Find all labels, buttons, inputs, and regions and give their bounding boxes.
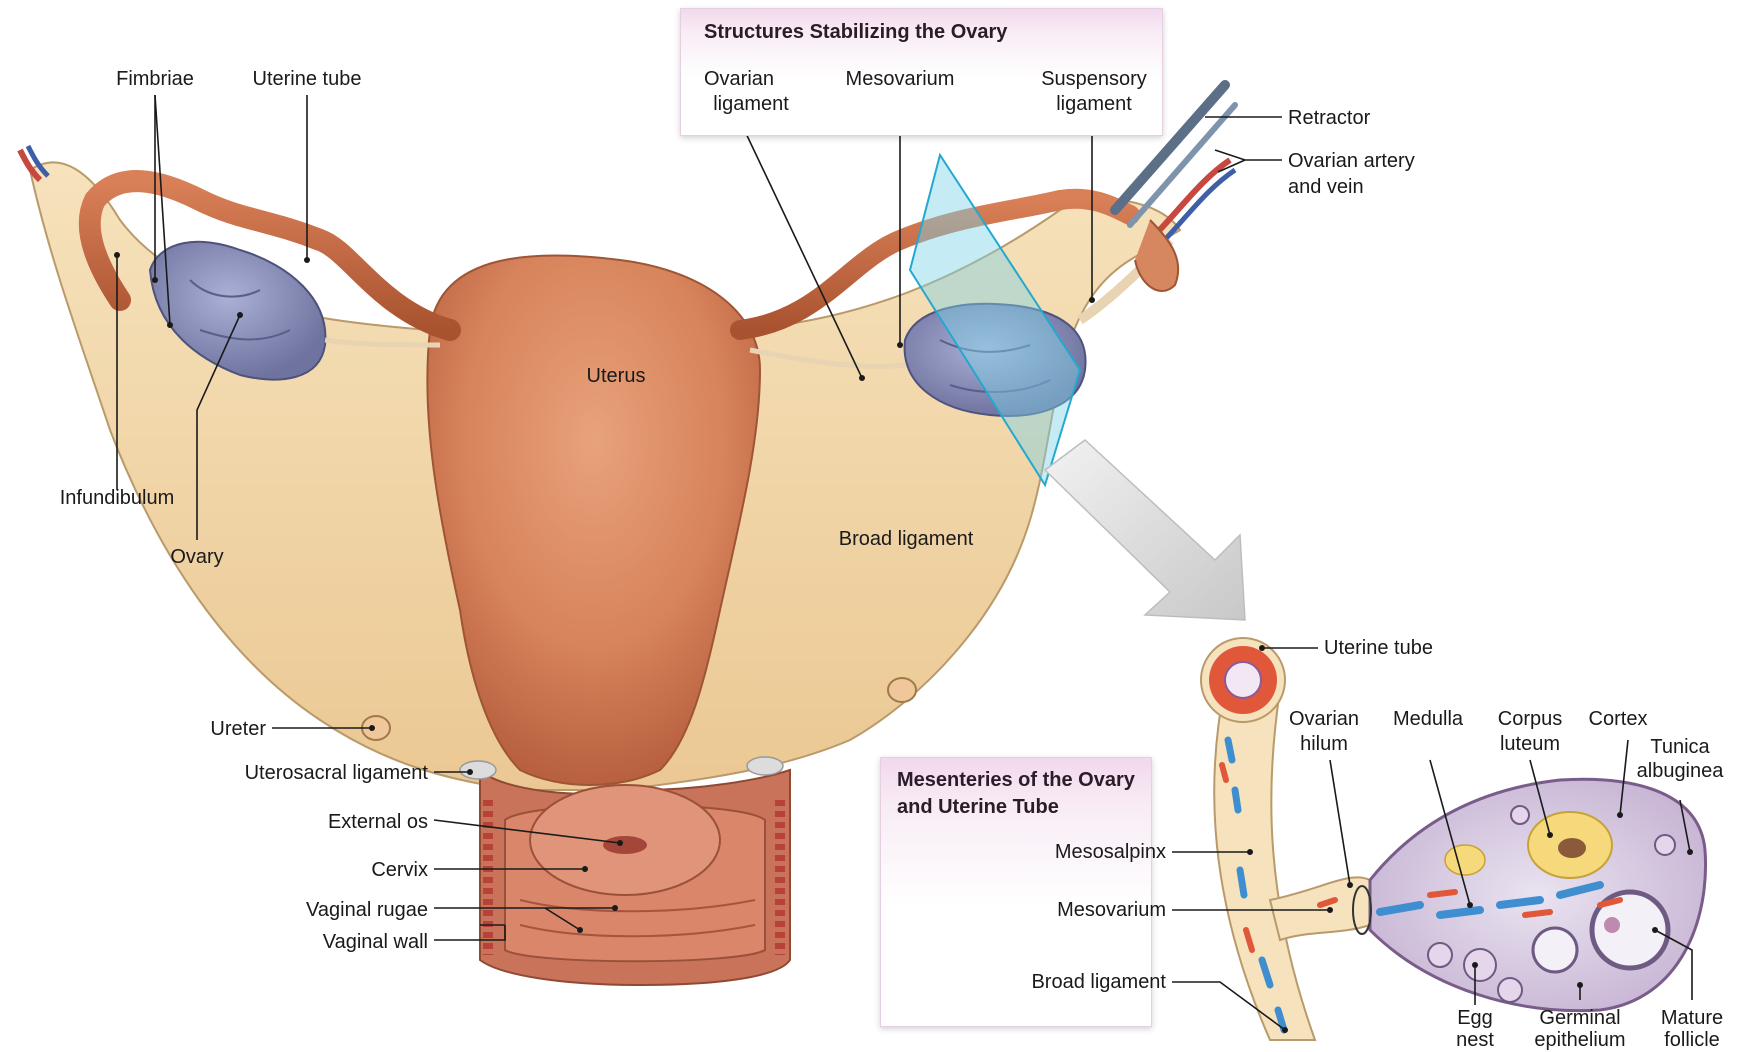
label-tunica-line1: Tunica (1650, 735, 1709, 759)
label-infundibulum: Infundibulum (60, 486, 175, 510)
label-mesosalpinx: Mesosalpinx (1055, 840, 1166, 864)
inset-follicle-6 (1655, 835, 1675, 855)
label-ovarian-hilum-line1: Ovarian (1289, 707, 1359, 731)
label-cortex: Cortex (1589, 707, 1648, 731)
label-germinal-line2: epithelium (1534, 1028, 1625, 1052)
label-vaginal-rugae: Vaginal rugae (306, 898, 428, 922)
inset-ovary (1370, 779, 1706, 1010)
label-corpus-luteum-line1: Corpus (1498, 707, 1562, 731)
uterosacral-right (747, 757, 783, 775)
label-uterosacral-ligament: Uterosacral ligament (245, 761, 428, 785)
label-inset-mesovarium: Mesovarium (1057, 898, 1166, 922)
label-germinal-line1: Germinal (1539, 1006, 1620, 1030)
label-vaginal-wall: Vaginal wall (323, 930, 428, 954)
label-fimbriae: Fimbriae (116, 67, 194, 91)
label-uterine-tube: Uterine tube (253, 67, 362, 91)
label-mesovarium: Mesovarium (846, 67, 955, 91)
inset-uterine-tube-mucosa (1225, 662, 1261, 698)
label-ovarian-artery-line1: Ovarian artery (1288, 149, 1415, 173)
label-corpus-luteum-line2: luteum (1500, 732, 1560, 756)
label-ovarian-hilum-line2: hilum (1300, 732, 1348, 756)
label-tunica-line2: albuginea (1637, 759, 1724, 783)
label-ureter: Ureter (210, 717, 266, 741)
external-os-opening (603, 836, 647, 854)
inset-follicle-2 (1533, 928, 1577, 972)
label-suspensory-line2: ligament (1056, 92, 1132, 116)
label-medulla: Medulla (1393, 707, 1463, 731)
label-retractor: Retractor (1288, 106, 1370, 130)
label-egg-nest-line2: nest (1456, 1028, 1494, 1052)
stabilizing-structures-title: Structures Stabilizing the Ovary (704, 20, 1007, 44)
label-ovary: Ovary (170, 545, 223, 569)
inset-small-corpus (1445, 845, 1485, 875)
inset-follicle-7 (1511, 806, 1529, 824)
label-ovarian-ligament-line2: ligament (713, 92, 789, 116)
label-mature-follicle-line1: Mature (1661, 1006, 1723, 1030)
ureter-right (888, 678, 916, 702)
inset-follicle-3 (1464, 949, 1496, 981)
label-uterus: Uterus (587, 364, 646, 388)
label-external-os: External os (328, 810, 428, 834)
label-mature-follicle-line2: follicle (1664, 1028, 1720, 1052)
inset-mature-follicle-oocyte (1604, 917, 1620, 933)
label-cervix: Cervix (371, 858, 428, 882)
inset-mesovarium-stalk (1270, 877, 1370, 940)
label-broad-ligament: Broad ligament (839, 527, 974, 551)
label-egg-nest-line1: Egg (1457, 1006, 1493, 1030)
label-inset-broad-ligament: Broad ligament (1031, 970, 1166, 994)
label-suspensory-line1: Suspensory (1041, 67, 1147, 91)
mesenteries-title-line2: and Uterine Tube (897, 795, 1059, 819)
label-ovarian-ligament-line1: Ovarian (704, 67, 774, 91)
inset-follicle-4 (1498, 978, 1522, 1002)
inset-follicle-5 (1428, 943, 1452, 967)
label-inset-uterine-tube: Uterine tube (1324, 636, 1433, 660)
magnify-arrow (1045, 440, 1245, 620)
inset-corpus-luteum-core (1558, 838, 1586, 858)
uterosacral-left (460, 761, 496, 779)
mesenteries-title-line1: Mesenteries of the Ovary (897, 768, 1135, 792)
label-ovarian-artery-line2: and vein (1288, 175, 1364, 199)
